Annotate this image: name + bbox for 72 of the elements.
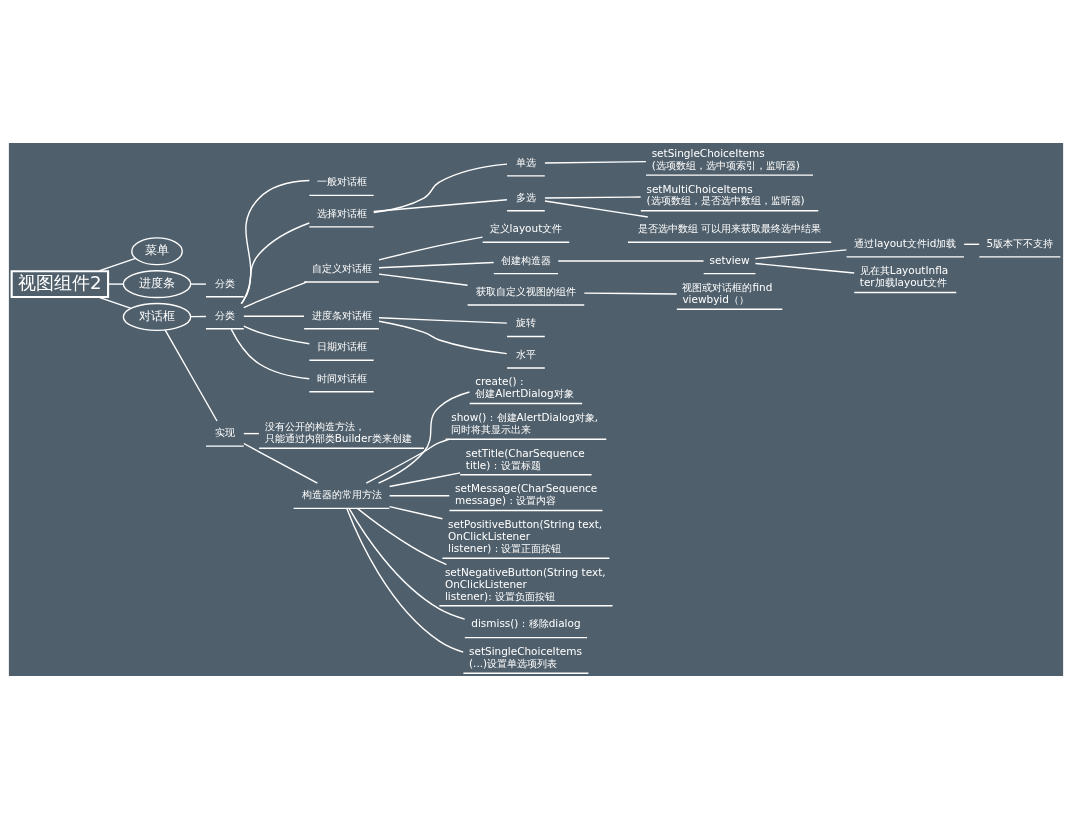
connector <box>243 442 319 484</box>
node-text: 视图或对话框的findviewbyid（） <box>682 281 773 305</box>
node-text: 多选 <box>515 190 536 203</box>
connector <box>372 199 508 213</box>
node-text: 分类 <box>214 308 235 321</box>
node-text: 5版本下不支持 <box>986 236 1054 249</box>
node-text: setSingleChoiceItems(选项数组，选中项索引，监听器) <box>651 146 800 171</box>
node-text: setMultiChoiceItems(选项数组，是否选中数组，监听器) <box>646 182 805 207</box>
node-text: create() : 创建AlertDialog对象 <box>475 375 574 400</box>
node-text: 自定义对话框 <box>311 261 372 274</box>
node-text: 构造器的常用方法 <box>301 488 382 501</box>
connector <box>378 317 508 324</box>
node-text: 定义layout文件 <box>489 222 563 235</box>
connector <box>365 438 450 484</box>
connector <box>378 261 495 269</box>
node-text: 水平 <box>515 347 536 360</box>
node-text: setSingleChoiceItems(...)设置单选项列表 <box>469 645 582 669</box>
node-text: 通过layout文件id加载 <box>854 236 957 249</box>
connector <box>243 315 305 317</box>
connector <box>754 249 848 260</box>
node-text: setTitle(CharSequence title) : 设置标题 <box>465 446 585 471</box>
connector <box>544 160 647 164</box>
connector <box>557 260 705 262</box>
node-text: 获取自定义视图的组件 <box>475 284 576 297</box>
connector <box>377 391 471 484</box>
connector <box>97 296 132 309</box>
connector <box>164 329 218 422</box>
connector <box>243 325 310 345</box>
connector <box>190 283 207 285</box>
connector <box>544 196 642 199</box>
node-box: 视图组件2 <box>10 270 110 299</box>
node-text: 分类 <box>214 276 235 289</box>
node-ellipse: 对话框 <box>122 302 192 332</box>
connector <box>240 179 311 305</box>
node-text: setNegativeButton(String text, OnClickListener listener): 设置负面按钮 <box>444 565 606 602</box>
node-ellipse: 进度条 <box>122 270 192 299</box>
connector <box>544 200 649 218</box>
node-text: 没有公开的构造方法，只能通过内部类Builder类来创建 <box>264 420 412 444</box>
node-text: 选择对话框 <box>316 206 367 219</box>
node-text: setPositiveButton(String text, OnClickListener listener) : 设置正面按钮 <box>448 518 603 555</box>
connector <box>107 283 125 285</box>
connector <box>378 236 484 261</box>
node-text: 实现 <box>214 426 235 439</box>
connector <box>243 281 308 309</box>
node-text: setMessage(CharSequence message) : 设置内容 <box>455 482 598 507</box>
node-text: 进度条对话框 <box>311 308 372 321</box>
connector <box>583 292 678 295</box>
node-text: 旋转 <box>515 316 536 329</box>
connector <box>754 262 855 274</box>
connector <box>356 507 448 566</box>
connector <box>388 505 444 520</box>
node-text: 单选 <box>515 155 536 168</box>
node-text: 一般对话框 <box>316 175 367 188</box>
connector <box>346 507 464 653</box>
node-text: dismiss() : 移除dialog <box>471 617 581 630</box>
connector <box>378 273 469 286</box>
node-text: 日期对话框 <box>316 340 367 353</box>
node-text: 是否选中数组 可以用来获取最终选中结果 <box>637 222 822 235</box>
node-text: 创建构造器 <box>500 253 551 266</box>
connector <box>373 163 508 214</box>
connector <box>388 472 461 488</box>
connector <box>378 320 508 355</box>
connector <box>97 257 137 272</box>
node-ellipse: 菜单 <box>131 237 183 266</box>
node-text: show() : 创建AlertDialog对象, 同时将其显示出来 <box>451 411 599 435</box>
connector <box>348 507 466 620</box>
connector <box>230 328 310 380</box>
node-text: 见在其LayoutInflater加载layout文件 <box>859 264 949 289</box>
node-text: setview <box>709 253 750 266</box>
connector <box>388 495 450 497</box>
node-text: 时间对话框 <box>316 371 367 384</box>
connector <box>240 222 311 305</box>
